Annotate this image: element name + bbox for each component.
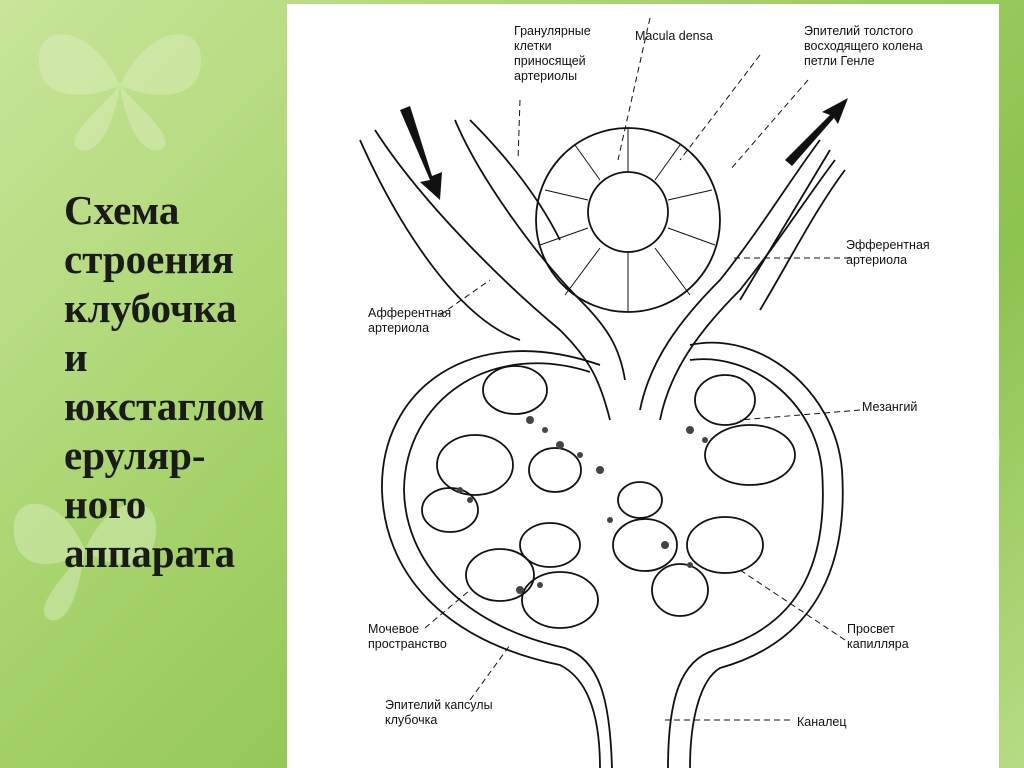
label-urinary-space: Мочевое пространство [368, 622, 447, 652]
macula-densa-inner [588, 172, 668, 252]
capillary-loop [652, 564, 708, 616]
label-granular-cells: Гранулярные клетки приносящей артериолы [514, 24, 591, 84]
capillary-loop [422, 488, 478, 532]
label-capsule-epithelium: Эпителий капсулы клубочка [385, 698, 493, 728]
capillary-loop [618, 482, 662, 518]
label-henle-epithelium: Эпителий толстого восходящего колена пет… [804, 24, 923, 69]
capillary-loop [529, 448, 581, 492]
capillary-loop [520, 523, 580, 567]
label-afferent-arteriole: Афферентная артериола [368, 306, 451, 336]
capillary-loop [687, 517, 763, 573]
label-capillary-lumen: Просвет капилляра [847, 622, 909, 652]
label-mesangium: Мезангий [862, 400, 917, 415]
capillary-loop [483, 366, 547, 414]
label-tubule: Каналец [797, 715, 847, 730]
label-macula-densa: Macula densa [635, 29, 713, 44]
label-efferent-arteriole: Эфферентная артериола [846, 238, 930, 268]
afferent-arteriole [375, 120, 625, 420]
distal-tubule [740, 150, 845, 310]
capillary-loop [437, 435, 513, 495]
capillary-loop [705, 425, 795, 485]
inflow-arrow-icon [400, 106, 442, 200]
outflow-arrow-icon [785, 98, 848, 166]
capillary-loop [695, 375, 755, 425]
capillary-loop [522, 572, 598, 628]
